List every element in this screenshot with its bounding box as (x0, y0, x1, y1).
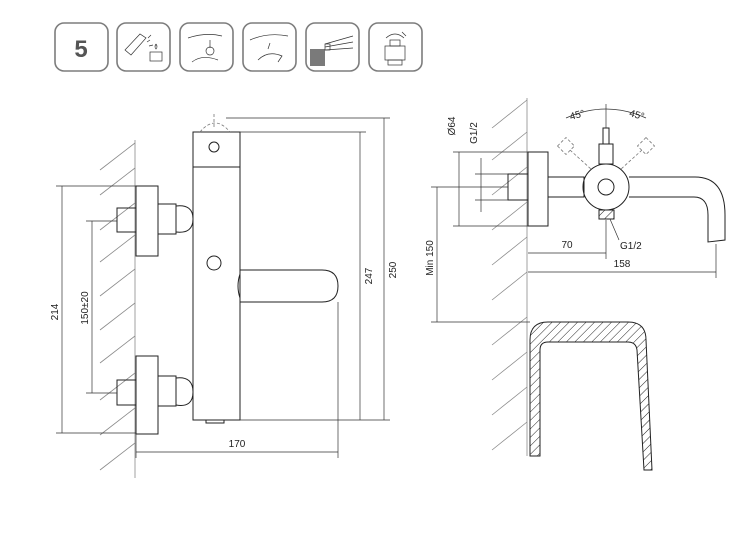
dim-label-thread-bottom: G1/2 (620, 241, 642, 252)
feature-icon-row: 5 (54, 22, 423, 72)
wall-hatching (99, 140, 136, 478)
front-view: 214 150±20 247 250 170 (50, 114, 399, 478)
dim-spout-offset: 70 (528, 220, 607, 259)
dim-label-thread-top: G1/2 (469, 122, 480, 144)
upper-inlet (116, 185, 194, 257)
dim-thread-top: G1/2 (469, 122, 508, 212)
diverter-knob-icon (368, 22, 423, 72)
dim-250: 250 (226, 117, 399, 421)
angle-label-right: 45° (628, 108, 645, 123)
dim-label-diameter: Ø64 (447, 116, 458, 135)
lever-handle (240, 269, 339, 303)
badge-box (54, 22, 109, 72)
side-body (582, 163, 630, 211)
diverter-knob (598, 143, 614, 165)
bath-spout (629, 176, 726, 243)
dim-min-height: Min 150 (425, 186, 530, 323)
cleaning-spray-icon (116, 22, 171, 72)
lever-handle-icon (305, 22, 360, 72)
lower-inlet (116, 355, 194, 435)
dim-thread-bottom: G1/2 (609, 218, 642, 252)
dim-label-spout-offset: 70 (561, 240, 573, 251)
dim-spout-length: 158 (528, 244, 717, 278)
dim-label-250: 250 (388, 261, 399, 278)
mixer-body (192, 114, 241, 424)
bathtub-rim (529, 321, 653, 471)
side-escutcheon (527, 151, 549, 227)
dim-214: 214 (50, 185, 136, 434)
dim-170: 170 (135, 302, 339, 458)
side-inlet (507, 173, 529, 201)
dim-150: 150±20 (80, 220, 117, 394)
dim-label-170: 170 (229, 439, 246, 450)
angle-label-left: 45° (569, 108, 586, 123)
side-view: 45° 45° Ø64 G1/2 Min 150 70 (425, 98, 726, 471)
dim-label-214: 214 (50, 303, 61, 320)
lever-press-icon (179, 22, 234, 72)
badge-number: 5 (74, 36, 87, 63)
dim-label-150: 150±20 (80, 291, 91, 325)
dim-label-min-height: Min 150 (425, 240, 436, 276)
dim-diameter: Ø64 (447, 116, 528, 227)
dim-label-spout-length: 158 (614, 259, 631, 270)
lever-touch-icon (242, 22, 297, 72)
dim-label-247: 247 (364, 267, 375, 284)
dim-247: 247 (240, 131, 375, 421)
